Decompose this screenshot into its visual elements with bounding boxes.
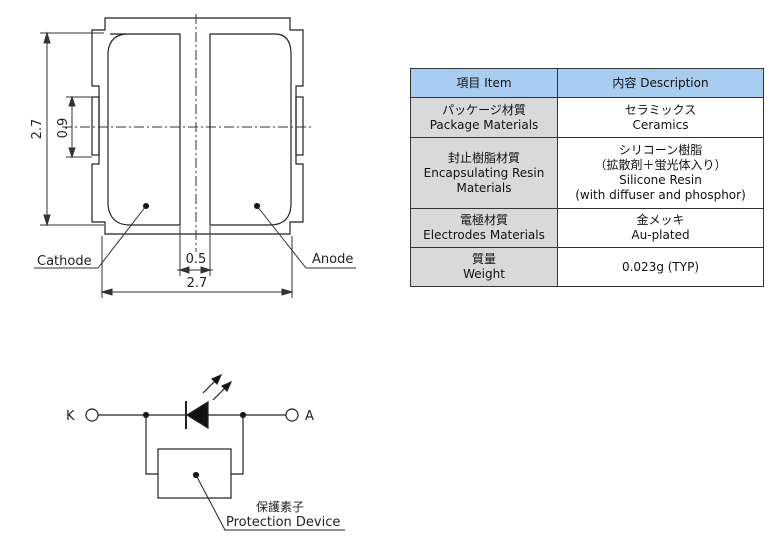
diode-triangle	[185, 400, 209, 430]
emission-arrow-1-head	[210, 373, 223, 386]
row-desc-line: Ceramics	[632, 117, 689, 132]
dimension-height	[40, 31, 104, 227]
table-row: 電極材質 Electrodes Materials 金メッキ Au-plated	[410, 208, 764, 248]
row-item-line: 質量	[471, 252, 496, 266]
anode-leader	[256, 205, 356, 269]
dim-pad-height-label: 0.9	[56, 118, 71, 139]
row-item-line: 封止樹脂材質	[447, 150, 520, 165]
protection-label-jp: 保護素子	[256, 499, 304, 514]
row-desc-line: Silicone Resin	[619, 173, 702, 187]
terminal-a-label: A	[305, 409, 314, 424]
protection-label-en: Protection Device	[226, 515, 340, 530]
row-item: パッケージ材質 Package Materials	[410, 97, 558, 138]
dimension-width	[100, 236, 294, 298]
row-desc-line: (with diffuser and phosphor)	[575, 188, 746, 202]
protection-leader	[195, 474, 345, 531]
terminal-k-label: K	[66, 409, 75, 424]
row-desc-line: セラミックス	[624, 102, 697, 117]
dimension-pad-height	[66, 95, 92, 159]
cathode-label: Cathode	[37, 254, 92, 269]
table-row: パッケージ材質 Package Materials セラミックス Ceramic…	[410, 97, 764, 138]
cathode-leader	[34, 205, 147, 269]
dim-gap-label: 0.5	[186, 252, 207, 267]
row-desc: セラミックス Ceramics	[557, 97, 764, 138]
table-row: 封止樹脂材質 Encapsulating Resin Materials シリコ…	[410, 137, 764, 209]
row-desc-line: 0.023g (TYP)	[621, 259, 700, 274]
header-description: 内容 Description	[557, 68, 764, 98]
side-tab-right	[295, 96, 304, 156]
table-header-row: 項目 Item 内容 Description	[410, 68, 764, 98]
package-outline	[91, 17, 304, 235]
anode-label: Anode	[312, 252, 353, 267]
dim-height-label: 2.7	[30, 119, 45, 140]
row-item-line: Package Materials	[429, 117, 539, 132]
emission-arrow-2-head	[220, 380, 233, 393]
row-desc-line: シリコーン樹脂	[618, 143, 703, 157]
terminal-a-circle	[285, 408, 299, 422]
row-desc: 金メッキ Au-plated	[557, 208, 764, 248]
row-item-line: Weight	[463, 267, 505, 281]
dimension-gap	[177, 226, 213, 276]
terminal-k-circle	[85, 408, 99, 422]
row-item-line: Encapsulating Resin	[423, 165, 545, 180]
header-item: 項目 Item	[410, 68, 558, 98]
row-item-line: 電極材質	[459, 213, 508, 227]
row-desc-line: 金メッキ	[636, 213, 685, 227]
row-item-line: Electrodes Materials	[423, 228, 545, 242]
pad-right	[209, 33, 292, 226]
pad-left	[107, 33, 181, 226]
circuit-diagram	[85, 373, 345, 531]
row-desc: 0.023g (TYP)	[557, 247, 764, 287]
row-item: 封止樹脂材質 Encapsulating Resin Materials	[410, 137, 558, 209]
dim-width-label: 2.7	[187, 276, 208, 291]
spec-table: 項目 Item 内容 Description パッケージ材質 Package M…	[410, 68, 764, 287]
row-desc: シリコーン樹脂 （拡散剤＋蛍光体入り） Silicone Resin (with…	[557, 137, 764, 209]
package-body	[91, 17, 304, 235]
row-item: 質量 Weight	[410, 247, 558, 287]
row-desc-line: （拡散剤＋蛍光体入り）	[594, 158, 727, 172]
side-tab-left	[91, 96, 100, 156]
wire-branch	[145, 415, 244, 475]
row-desc-line: Au-plated	[631, 228, 690, 242]
row-item: 電極材質 Electrodes Materials	[410, 208, 558, 248]
row-item-line: パッケージ材質	[442, 102, 526, 117]
row-item-line: Materials	[456, 180, 512, 195]
table-row: 質量 Weight 0.023g (TYP)	[410, 247, 764, 287]
protection-device-box	[157, 448, 232, 499]
